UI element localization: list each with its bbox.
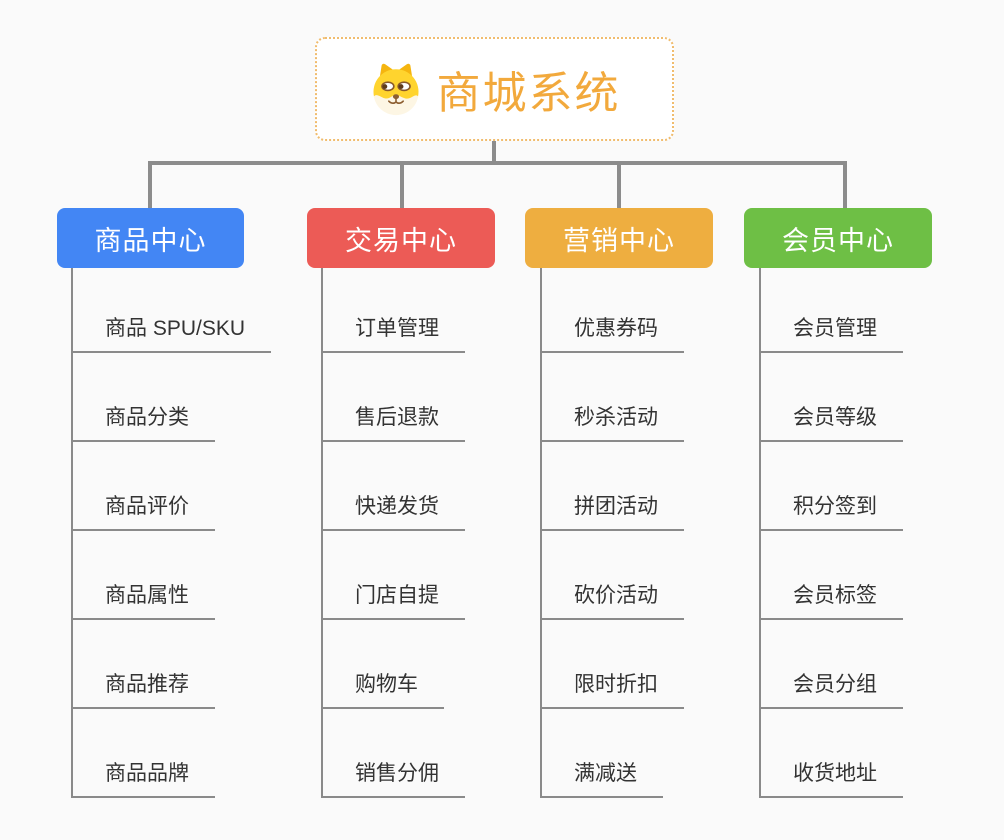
child-topic[interactable]: 售后退款 (321, 396, 465, 442)
child-topic[interactable]: 优惠券码 (540, 307, 684, 353)
child-topic[interactable]: 商品分类 (71, 396, 215, 442)
branch-product-center[interactable]: 商品中心 (57, 208, 244, 268)
child-topic[interactable]: 限时折扣 (540, 663, 684, 709)
child-topic[interactable]: 会员标签 (759, 574, 903, 620)
child-topic[interactable]: 销售分佣 (321, 752, 465, 798)
child-topic[interactable]: 快递发货 (321, 485, 465, 531)
branch-member-children: 会员管理 会员等级 积分签到 会员标签 会员分组 收货地址 (759, 268, 989, 798)
branch-marketing-children: 优惠券码 秒杀活动 拼团活动 砍价活动 限时折扣 满减送 (540, 268, 770, 798)
child-topic[interactable]: 商品品牌 (71, 752, 215, 798)
dog-face-icon (369, 62, 423, 116)
branch-marketing-center[interactable]: 营销中心 (525, 208, 713, 268)
child-topic[interactable]: 购物车 (321, 663, 444, 709)
child-topic[interactable]: 砍价活动 (540, 574, 684, 620)
child-topic[interactable]: 积分签到 (759, 485, 903, 531)
child-topic[interactable]: 商品推荐 (71, 663, 215, 709)
child-topic[interactable]: 会员等级 (759, 396, 903, 442)
root-node[interactable]: 商城系统 (315, 37, 674, 141)
child-topic[interactable]: 订单管理 (321, 307, 465, 353)
child-topic[interactable]: 商品 SPU/SKU (71, 307, 272, 353)
child-topic[interactable]: 商品评价 (71, 485, 215, 531)
child-topic[interactable]: 拼团活动 (540, 485, 684, 531)
branch-member-center[interactable]: 会员中心 (744, 208, 932, 268)
child-topic[interactable]: 会员管理 (759, 307, 903, 353)
child-topic[interactable]: 满减送 (540, 752, 663, 798)
branch-trade-children: 订单管理 售后退款 快递发货 门店自提 购物车 销售分佣 (321, 268, 551, 798)
branch-product-children: 商品 SPU/SKU 商品分类 商品评价 商品属性 商品推荐 商品品牌 (71, 268, 301, 798)
child-topic[interactable]: 会员分组 (759, 663, 903, 709)
root-title: 商城系统 (436, 69, 621, 118)
branch-trade-center[interactable]: 交易中心 (307, 208, 495, 268)
child-topic[interactable]: 收货地址 (759, 752, 903, 798)
child-topic[interactable]: 秒杀活动 (540, 396, 684, 442)
child-topic[interactable]: 门店自提 (321, 574, 465, 620)
child-topic[interactable]: 商品属性 (71, 574, 215, 620)
